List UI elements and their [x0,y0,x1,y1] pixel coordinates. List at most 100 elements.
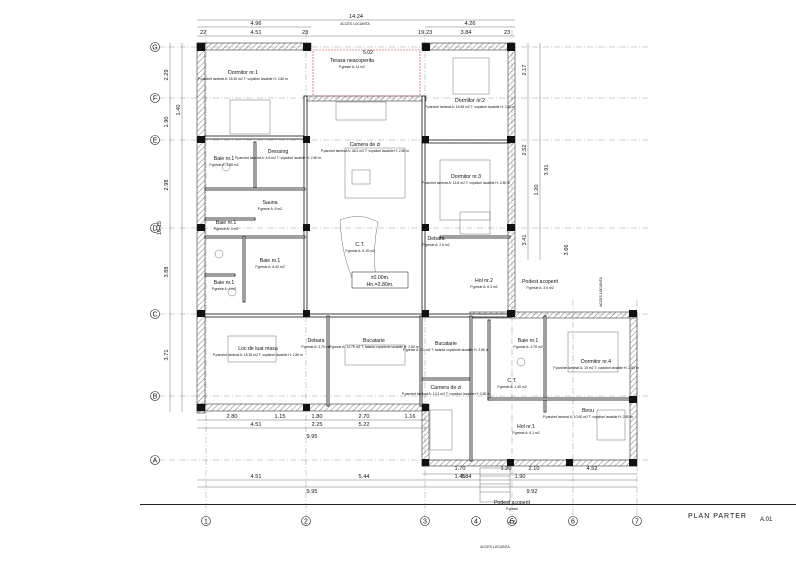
room-dining-name: Loc de luat masa [238,346,278,352]
room-podest2-spec: P.gresie [506,507,518,511]
axis-label-1: 1 [204,519,208,526]
level-main: ±0.00m. [371,275,390,281]
room-terrace-number: 5.02 [363,50,373,56]
dim-top-seg-3: 19 [418,30,424,36]
dim-bottom-far-1: 5.44 [359,474,370,480]
room-podest2-number: 4 5 [508,520,515,526]
room-bucatarie2-name: Bucatarie [435,341,457,347]
furniture [214,57,626,451]
dim-bottom-total-left: 9.95 [307,434,318,440]
sheet-title: PLAN PARTER [688,513,747,520]
dim-bottom-far-0: 4.51 [251,474,262,480]
axis-label-b: B [153,394,158,401]
walls [196,42,638,467]
dim-bottom-right-total: 9.92 [527,489,538,495]
room-bucatarie2-spec: P.gresie A: 7.1 m2 T: faianta vopsitorie… [403,348,489,352]
dim-top-right: 4.26 [465,21,476,27]
axis-label-7: 7 [635,519,639,526]
dim-right-0: 2.17 [522,65,528,76]
room-birou-spec: P.parchet laminat A: 10.60 m2 T: vopsito… [543,415,633,419]
room-baie4-spec: P.gresie A: 4 m2 [212,287,237,291]
dim-right-2: 3.41 [522,235,528,246]
room-dormitor2-name: Dormitor nr.2 [455,98,485,104]
room-baie4-name: Baie nr.1 [214,280,235,286]
dim-bottom-right-2: 2.10 [529,466,540,472]
room-podest1-spec: P.gresie A: 3.6 m2 [526,286,553,290]
dimension-lines [169,19,637,488]
dim-bottom-r1-2: 1.80 [312,414,323,420]
dim-top-seg-1: 4.51 [251,30,262,36]
room-debara1-name: Debara [427,236,444,242]
dim-right-5: 3.66 [564,245,570,256]
dim-bottom-right2-0: 1.45 [455,474,466,480]
sheet-frame-line [140,504,796,505]
room-baie2-spec: P.gresie A: 3 m2 [214,227,239,231]
dim-left-0: 2.29 [164,70,170,81]
room-baie2-name: Baie nr.1 [216,220,237,226]
room-ct2-name: C.T. [507,378,516,384]
room-bucatarie1-name: Bucatarie [363,338,385,344]
dim-left-1: 1.40 [176,105,182,116]
room-baie1-name: Baie nr.1 [214,156,235,162]
room-dining-spec: P.parchet laminat A: 18.35 m2 T: vopsito… [213,353,303,357]
room-debara1-spec: P.gresie A: 2.6 m2 [422,243,449,247]
dim-right-3: 1.20 [534,185,540,196]
room-hol1-name: Hol nr.1 [517,424,535,430]
room-baie3-name: Baie nr.1 [260,258,281,264]
room-camera-zi2-spec: P.parchet laminat A: 13.3 m2 T: vopsitor… [402,392,490,396]
dim-bottom-far-2: 3.84 [461,474,472,480]
room-dormitor3-spec: P.parchet laminat A: 14.8 m2 T: vopsitor… [422,181,510,185]
axis-label-2: 2 [304,519,308,526]
dim-top-seg-0: 22 [200,30,206,36]
dim-left-2: 1.90 [164,117,170,128]
room-dormitor4-name: Dormitor nr.4 [581,359,611,365]
dim-bottom-r1-1: 1.15 [275,414,286,420]
room-camera-zi2-name: Camera de zi [431,385,462,391]
terrace-outline [312,49,421,97]
dim-bottom-r2-1: 2.25 [312,422,323,428]
dim-left-total: 16.15 [157,221,163,235]
room-dormitor2-spec: P.parchet laminat A: 15.85 m2 T: vopsito… [425,105,515,109]
room-camera-zi-spec: P.parchet laminat A: 48.3 m2 T: vopsitor… [321,149,409,153]
entrance-top-label: ACCES LOCUINTA [340,22,370,26]
entrance-right-label: ACCES LOCUINTA [599,277,603,307]
room-ct-name: C.T. [355,242,364,248]
room-baie1-spec: P.gresie A: 4.85 m2 [209,163,238,167]
room-podest2-name: Podest acoperit [494,500,531,506]
room-dressing-spec: P.parchet laminat A: 4.6 m2 T: vopsitori… [235,156,322,160]
dim-bottom-right-1: 1.20 [501,466,512,472]
room-birou-name: Birou [582,408,594,414]
room-bucatarie1-spec: P.gresie A: 14.75 m2 T: faianta vopsitor… [329,345,418,349]
axis-label-e: E [153,138,158,145]
entrance-bottom-label: ACCES LOCUINTA [480,545,510,549]
dim-top-seg-2: 23 [302,30,308,36]
dim-bottom-r1-0: 2.80 [227,414,238,420]
dim-bottom-far-total: 9.95 [307,489,318,495]
room-camera-zi-name: Camera de zi [350,142,381,148]
dim-right-4: 3.91 [544,165,550,176]
room-dormitor1-name: Dormitor nr.1 [228,70,258,76]
axis-label-5: 5 [510,519,514,526]
dim-bottom-r2-2: 5.22 [359,422,370,428]
dim-left-4: 3.88 [164,267,170,278]
room-baie5-name: Baie nr.1 [518,338,539,344]
room-debara2-spec: P.gresie A: 3.70 m2 [301,345,330,349]
podest-stairs [479,467,511,503]
axis-label-c: C [152,312,157,319]
axis-label-6: 6 [571,519,575,526]
sheet-number: A.01 [760,517,773,523]
axis-label-3: 3 [423,519,427,526]
axis-letter-labels: G F E D C B A [150,42,160,465]
dim-top-total: 14.24 [349,14,363,20]
room-hol1-spec: P.gresie A: 6.1 m2 [512,431,539,435]
dim-left-5: 3.71 [164,350,170,361]
axis-label-a: A [153,458,158,465]
room-sauna-spec: P.gresie A: 5 m2 [258,207,283,211]
dim-bottom-right2-1: 1.90 [515,474,526,480]
axis-label-f: F [153,96,157,103]
dim-top-left: 4.96 [251,21,262,27]
dim-bottom-right-3: 4.52 [587,466,598,472]
dim-top-seg-6: 23 [504,30,510,36]
dim-top-seg-4: 23 [426,30,432,36]
room-ct-spec: P.gresie A: 5.15 m2 [345,249,374,253]
